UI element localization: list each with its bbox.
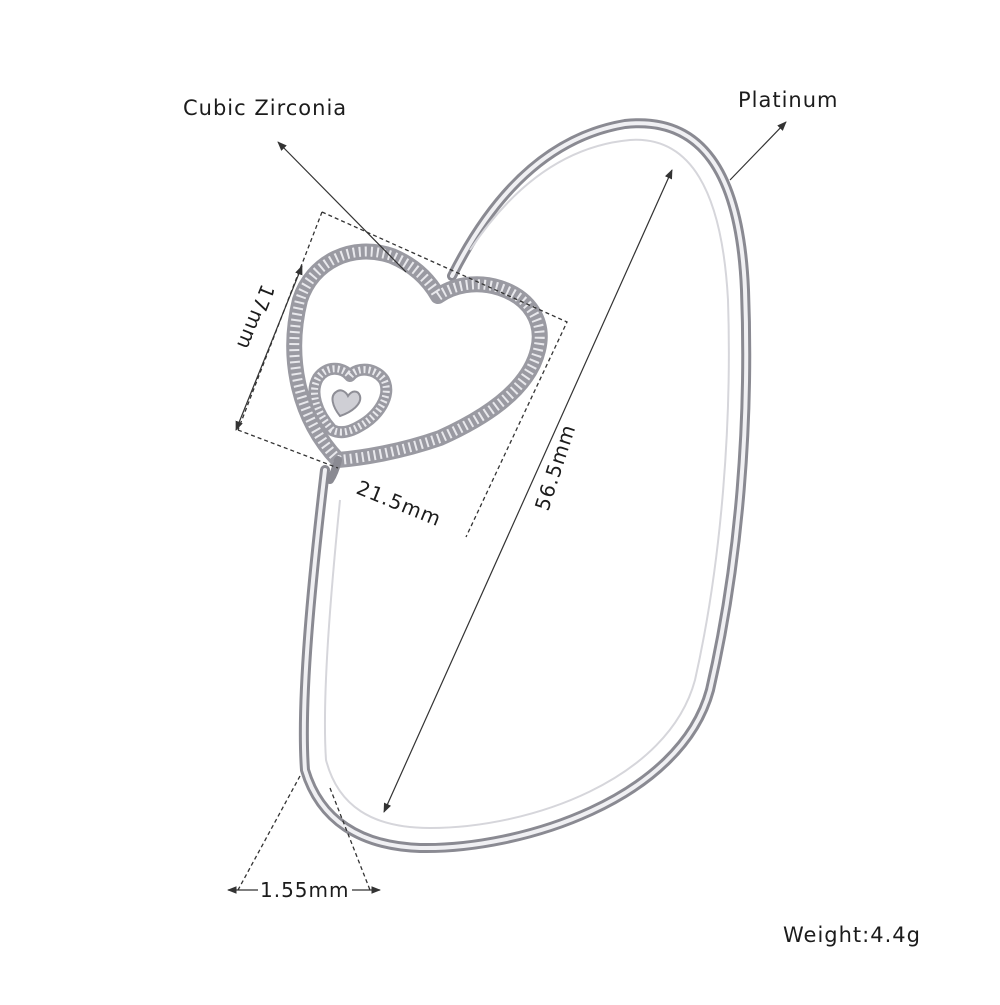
platinum-label: Platinum xyxy=(738,88,839,112)
bangle-inner-edge xyxy=(323,138,730,830)
heart-width-label: 21.5mm xyxy=(353,475,445,531)
thickness-dimension xyxy=(227,775,381,894)
heart-pendant xyxy=(286,243,548,484)
heart-height-label: 17mm xyxy=(232,281,280,353)
wire-thickness-label: 1.55mm xyxy=(260,878,350,902)
diameter-dimension xyxy=(383,169,673,813)
center-heart xyxy=(331,389,362,418)
cubic-zirconia-callout: Cubic Zirconia xyxy=(183,96,407,273)
bangle-diameter-label: 56.5mm xyxy=(530,421,580,514)
cubic-zirconia-label: Cubic Zirconia xyxy=(183,96,347,120)
weight-label: Weight:4.4g xyxy=(783,923,921,947)
platinum-callout: Platinum xyxy=(729,88,839,181)
small-heart xyxy=(308,362,393,439)
